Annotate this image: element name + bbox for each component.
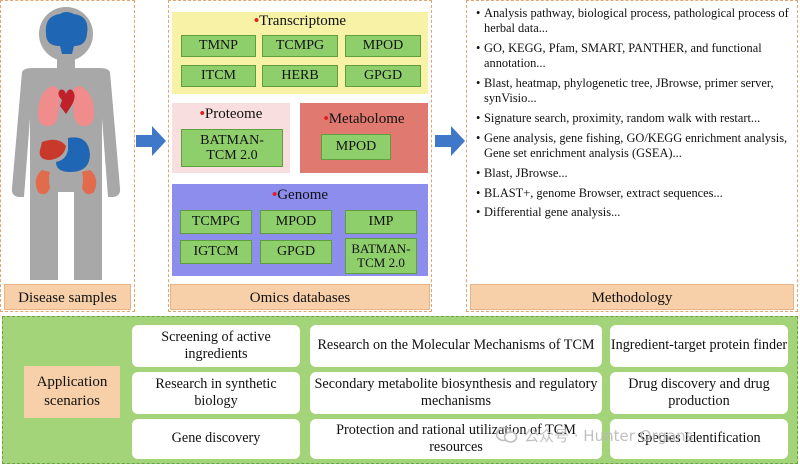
method-item: •Differential gene analysis... [476,205,621,220]
disease-panel [0,0,135,312]
method-item: •Gene analysis, gene fishing, GO/KEGG en… [476,130,788,160]
tag-tcmpg-genome: TCMPG [180,210,252,234]
tag-igtcm: IGTCM [180,240,252,264]
tag-tmnp: TMNP [181,35,256,57]
method-item: •Analysis pathway, biological process, p… [476,6,789,36]
tag-batman-tcm-proteome: BATMAN-TCM 2.0 [181,129,283,167]
app-cell-gene-discovery: Gene discovery [132,419,300,459]
heart-icon [58,89,75,114]
tag-gpgd-genome: GPGD [260,240,332,264]
tag-mpod: MPOD [345,35,421,57]
application-scenarios-label: Application scenarios [24,366,120,418]
brain-icon [45,12,88,54]
app-cell-drug-discovery: Drug discovery and drug production [610,372,788,414]
wechat-icon [496,426,518,443]
watermark: 公众号 · Hunter Organs [496,422,693,448]
lungs-icon [38,86,60,126]
disease-samples-caption: Disease samples [4,284,131,310]
stomach-icon [56,137,90,172]
omics-panel [168,0,432,312]
methodology-panel [466,0,798,312]
kidney-icon [35,170,50,195]
app-cell-secondary-metabolite: Secondary metabolite biosynthesis and re… [310,372,602,414]
tag-tcmpg: TCMPG [262,35,338,57]
genome-title: •Genome [271,187,329,203]
omics-databases-caption: Omics databases [170,284,430,310]
liver-icon [39,139,66,160]
tag-batman-tcm-genome: BATMAN-TCM 2.0 [345,238,417,274]
tag-gpgd: GPGD [345,65,421,87]
app-cell-screening: Screening of active ingredients [132,325,300,367]
tag-herb: HERB [262,65,338,87]
tag-itcm: ITCM [181,65,256,87]
arrow-right-icon [435,126,465,156]
tag-mpod-metabolome: MPOD [321,134,391,160]
metabolome-title: •Metabolome [323,111,405,127]
method-item: •Blast, heatmap, phylogenetic tree, JBro… [476,76,774,106]
human-organs-illustration [11,7,121,280]
method-item: •BLAST+, genome Browser, extract sequenc… [476,185,723,200]
app-cell-molecular-mechanisms: Research on the Molecular Mechanisms of … [310,325,602,367]
arrow-right-icon [136,126,166,156]
method-item: •GO, KEGG, Pfam, SMART, PANTHER, and fun… [476,41,762,71]
tag-mpod-genome: MPOD [260,210,332,234]
transcriptome-title: •Transcriptome [253,13,347,29]
tag-imp: IMP [345,210,417,234]
methodology-list: •Analysis pathway, biological process, p… [474,6,794,225]
method-item: •Blast, JBrowse... [476,165,568,180]
app-cell-species-identification: Species Identification [610,419,788,459]
proteome-title: •Proteome [199,106,263,122]
method-item: •Signature search, proximity, random wal… [476,111,761,125]
app-cell-ingredient-target: Ingredient-target protein finder [610,325,788,367]
methodology-caption: Methodology [470,284,794,310]
app-cell-synthetic-biology: Research in synthetic biology [132,372,300,414]
